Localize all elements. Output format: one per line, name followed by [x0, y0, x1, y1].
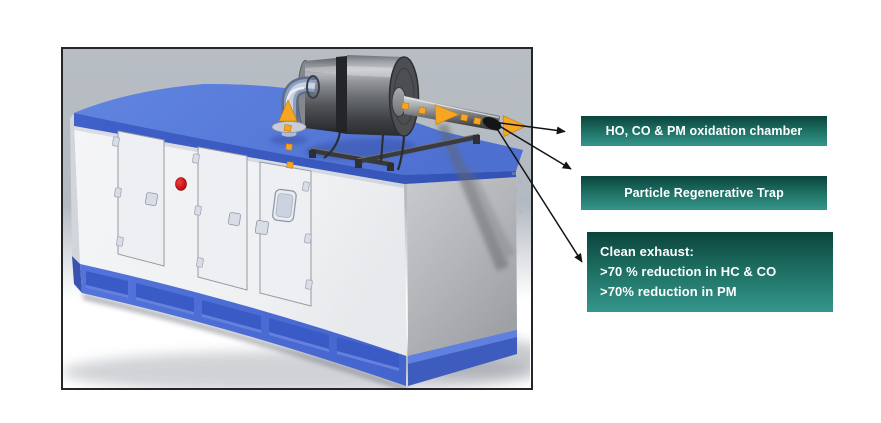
flow-marker-square [460, 113, 469, 122]
flow-marker-square [285, 143, 293, 151]
callout-arrows [494, 121, 583, 263]
enclosure-door-2 [192, 146, 248, 291]
base-recessed-panels [86, 271, 399, 371]
door-hinge [305, 279, 313, 290]
callout-arrow-2 [495, 123, 572, 170]
door-hinge [304, 233, 312, 244]
flow-marker-square [418, 106, 427, 115]
flow-marker-square [473, 117, 482, 126]
muffler-support-frame [309, 131, 480, 171]
door-hinge [302, 181, 310, 192]
emergency-stop-button [175, 177, 187, 191]
elbow-collar [306, 75, 320, 99]
photo-content [63, 55, 530, 388]
door-hinge [112, 136, 120, 147]
clean-exhaust-line-2: >70 % reduction in HC & CO [600, 263, 777, 279]
pipe-shadow-secondary [465, 168, 515, 258]
door-hinge [192, 153, 200, 164]
door-hinge [116, 236, 124, 247]
exhaust-elbow-pipe [271, 75, 320, 137]
muffler-unit [297, 55, 420, 137]
muffler-strap [323, 131, 342, 159]
muffler-drum-body [347, 55, 404, 136]
pipe-shadow-on-face [437, 124, 509, 271]
callout-arrow-1 [496, 121, 566, 135]
door-handle [228, 212, 241, 226]
flow-marker-square [286, 161, 294, 169]
callout-particle-trap-label: Particle Regenerative Trap [624, 186, 784, 200]
photo-frame-border [61, 47, 533, 390]
muffler-strap [396, 135, 406, 171]
door-window-glass [275, 193, 294, 218]
muffler-hub [391, 87, 407, 117]
callout-oxidation-chamber-label: HO, CO & PM oxidation chamber [605, 124, 803, 138]
flow-marker-square [401, 102, 410, 111]
callout-oxidation-chamber: HO, CO & PM oxidation chamber [581, 116, 827, 146]
callout-arrow-3 [494, 125, 583, 263]
flow-marker-square [283, 124, 292, 132]
enclosure-door-3 [254, 161, 313, 307]
door-handle [254, 220, 269, 235]
enclosure-left-edge [70, 114, 80, 264]
muffler-ring [336, 56, 347, 134]
enclosure-base-left [72, 256, 82, 293]
door-hinge [194, 205, 202, 216]
image-artifact [512, 172, 524, 214]
flange-roof-reflection [270, 135, 308, 145]
enclosure-base-right [408, 330, 517, 386]
door-hinge [196, 257, 204, 268]
clean-exhaust-line-1: Clean exhaust: [600, 243, 694, 259]
clean-exhaust-line-3: >70% reduction in PM [600, 284, 737, 299]
up-flow-arrow-icon [278, 99, 298, 122]
callout-particle-trap: Particle Regenerative Trap [581, 176, 827, 210]
callout-clean-exhaust: Clean exhaust: >70 % reduction in HC & C… [587, 232, 833, 312]
door-handle [145, 192, 158, 206]
enclosure-base-right-lip [408, 330, 517, 364]
right-flow-arrow-icon [434, 104, 460, 125]
enclosure-door-1 [112, 130, 165, 267]
muffler-strap [380, 134, 384, 163]
door-hinge [114, 187, 122, 198]
